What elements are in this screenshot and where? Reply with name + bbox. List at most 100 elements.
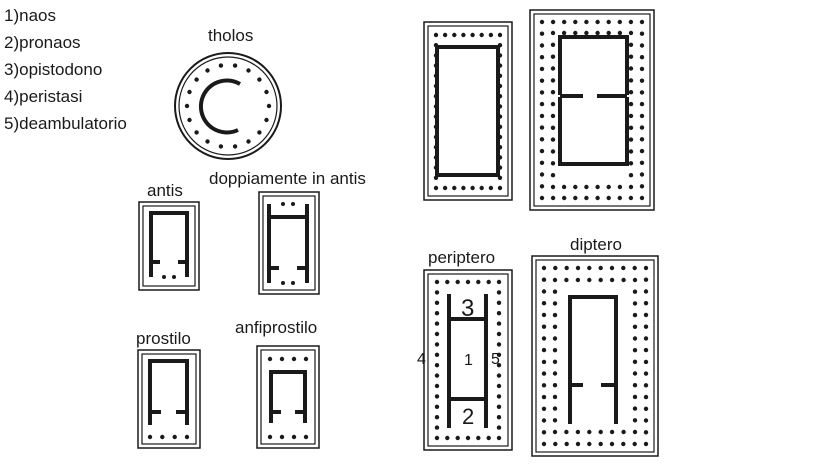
plan-doppiamente-in-antis [258, 191, 320, 295]
column-dot [496, 300, 502, 305]
column-dot [562, 19, 567, 25]
column-dot [609, 441, 615, 447]
column-dot [497, 155, 503, 160]
column-dot [497, 175, 503, 180]
column-dot [232, 144, 238, 149]
column-dot [184, 434, 190, 440]
column-dot [643, 347, 649, 353]
column-dot [632, 383, 638, 388]
column-dot [496, 425, 502, 430]
column-dot [564, 265, 569, 271]
column-dot [595, 184, 600, 190]
column-dot [632, 312, 638, 318]
column-dot [541, 277, 547, 282]
column-dot [496, 383, 502, 389]
column-dot [452, 32, 457, 38]
column-dot [643, 336, 649, 341]
column-dot [541, 336, 547, 341]
column-dot [643, 383, 649, 388]
column-dot [455, 279, 460, 285]
column-dot [609, 265, 615, 271]
column-dot [160, 434, 165, 440]
column-dot [496, 311, 502, 316]
column-dot [497, 94, 503, 99]
column-dot [550, 66, 556, 71]
column-dot [643, 277, 649, 282]
column-dot [184, 103, 190, 109]
column-dot [445, 435, 450, 441]
column-dot [550, 195, 556, 201]
column-dot [628, 42, 634, 47]
column-dot [564, 429, 569, 435]
column-dot [433, 83, 439, 89]
column-dot [452, 185, 457, 191]
label-anfiprostilo: anfiprostilo [235, 318, 318, 337]
column-dot [433, 104, 439, 109]
marker-pronaos: 2 [462, 404, 475, 429]
column-dot [553, 265, 558, 271]
column-dot [496, 342, 502, 347]
column-dot [461, 185, 466, 191]
column-dot [539, 55, 545, 60]
column-dot [573, 19, 578, 25]
column-dot [476, 435, 481, 441]
column-dot [584, 184, 589, 190]
column-dot [550, 184, 556, 190]
column-dot [639, 160, 645, 165]
column-dot [550, 78, 556, 83]
column-dot [264, 117, 269, 123]
column-dot [643, 312, 649, 318]
column-dot [552, 429, 558, 435]
column-dot [550, 113, 556, 119]
column-dot [470, 32, 475, 38]
column-dot [617, 195, 622, 201]
column-dot [632, 441, 637, 447]
column-dot [539, 90, 545, 95]
column-dot [442, 32, 448, 38]
column-dot [267, 356, 273, 362]
legend: 1)naos 2)pronaos 3)opistodono 4)peristas… [4, 2, 127, 137]
column-dot [433, 43, 439, 48]
column-dot [496, 290, 502, 295]
column-dot [628, 90, 634, 95]
column-dot [246, 139, 251, 144]
label-antis: antis [147, 181, 183, 200]
column-dot [628, 125, 634, 130]
column-dot [541, 430, 547, 435]
column-dot [541, 265, 547, 271]
column-dot [550, 19, 556, 25]
column-dot [291, 356, 297, 362]
column-dot [497, 73, 503, 79]
column-dot [433, 155, 439, 160]
column-dot [541, 347, 547, 353]
column-dot [628, 173, 634, 178]
column-dot [497, 104, 503, 109]
column-dot [496, 321, 502, 326]
column-dot [606, 195, 611, 201]
column-dot [643, 324, 649, 329]
column-dot [643, 301, 649, 306]
column-dot [575, 265, 581, 271]
marker-naos: 1 [464, 352, 473, 369]
column-dot [632, 394, 638, 400]
column-dot [639, 66, 645, 72]
column-dot [539, 125, 545, 130]
column-dot [564, 277, 569, 283]
column-dot [488, 185, 494, 191]
column-dot [455, 435, 460, 441]
column-dot [643, 394, 649, 400]
column-dot [643, 406, 649, 411]
column-dot [573, 30, 578, 36]
column-dot [587, 429, 592, 435]
column-dot [550, 137, 556, 142]
column-dot [598, 265, 603, 271]
column-dot [552, 312, 558, 318]
column-dot [497, 134, 503, 140]
column-dot [628, 54, 634, 59]
column-dot [639, 125, 645, 130]
column-dot [434, 311, 440, 316]
column-dot [598, 429, 603, 435]
column-dot [628, 78, 634, 83]
column-dot [587, 277, 592, 283]
